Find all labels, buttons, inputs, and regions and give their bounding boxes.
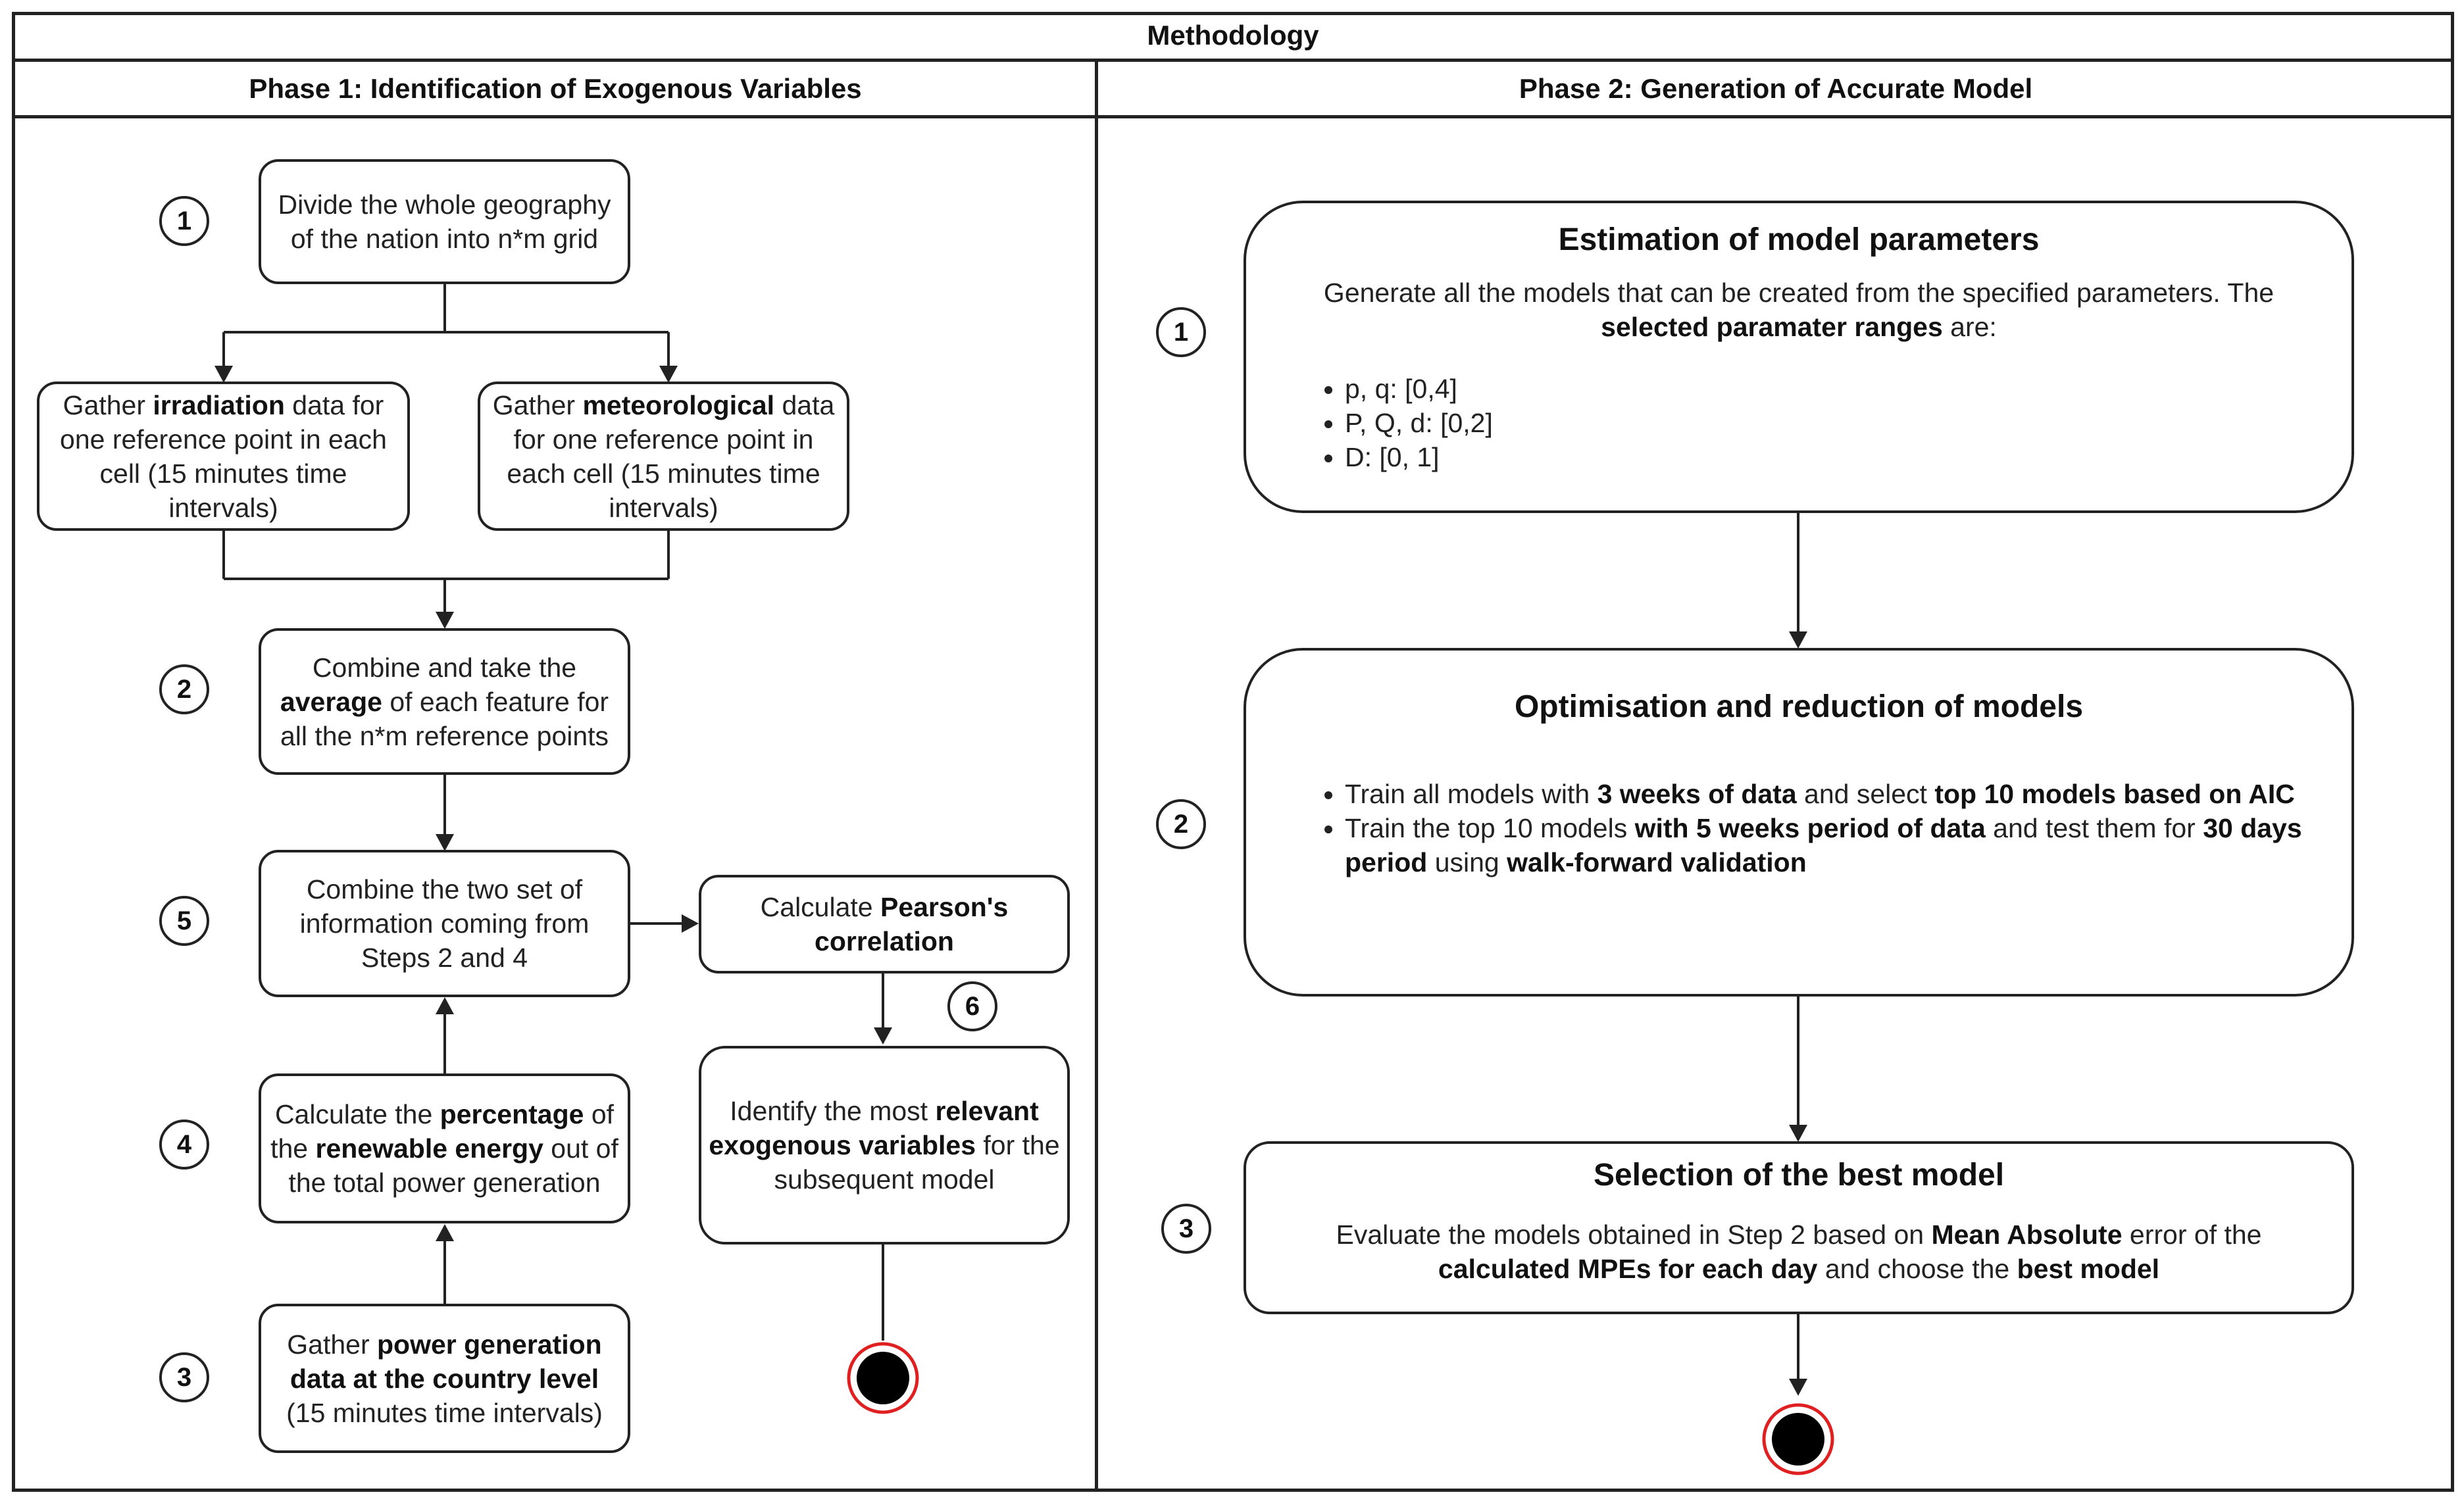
list-item: P, Q, d: [0,2] [1345, 406, 2325, 440]
list-item: Train the top 10 models with 5 weeks per… [1345, 811, 2319, 879]
diagram-frame [12, 12, 2454, 1492]
phase1-header: Phase 1: Identification of Exogenous Var… [12, 62, 1099, 118]
optimisation-title: Optimisation and reduction of models [1514, 689, 2084, 724]
arrowhead [436, 997, 454, 1014]
end-node-phase1-core [857, 1352, 909, 1404]
arrowhead [874, 1027, 892, 1045]
combine-two-box: Combine the two set of information comin… [259, 850, 630, 997]
selection-box: Selection of the best model Evaluate the… [1244, 1141, 2354, 1314]
list-item: D: [0, 1] [1345, 440, 2325, 474]
step-number-6: 6 [947, 981, 997, 1031]
arrowhead [436, 834, 454, 851]
list-item: Train all models with 3 weeks of data an… [1345, 777, 2319, 811]
percentage-box: Calculate the percentage of the renewabl… [259, 1073, 630, 1223]
divide-grid-box: Divide the whole geography of the nation… [259, 159, 630, 284]
arrowhead [436, 1224, 454, 1241]
phase2-step-number-3: 3 [1161, 1204, 1211, 1254]
list-item: p, q: [0,4] [1345, 372, 2325, 406]
phase2-header: Phase 2: Generation of Accurate Model [1097, 62, 2454, 118]
arrowhead [1789, 1125, 1807, 1142]
step-number-1: 1 [159, 196, 209, 246]
irradiation-box: Gather irradiation data for one referenc… [37, 382, 410, 531]
end-node-phase2-core [1772, 1413, 1824, 1466]
arrowhead [1789, 1379, 1807, 1396]
phase2-step-number-2: 2 [1156, 799, 1206, 849]
selection-description: Evaluate the models obtained in Step 2 b… [1336, 1220, 2262, 1284]
estimation-title: Estimation of model parameters [1558, 222, 2040, 257]
selection-title: Selection of the best model [1593, 1158, 2005, 1193]
power-generation-box: Gather power generation data at the coun… [259, 1304, 630, 1453]
estimation-box: Estimation of model parameters Generate … [1244, 201, 2354, 513]
arrowhead [682, 914, 699, 933]
arrowhead [1789, 631, 1807, 649]
pearson-box: Calculate Pearson's correlation [699, 875, 1070, 973]
optimisation-box: Optimisation and reduction of models Tra… [1244, 648, 2354, 997]
step-number-4: 4 [159, 1120, 209, 1170]
arrowhead [436, 612, 454, 629]
meteorological-box: Gather meteorological data for one refer… [478, 382, 849, 531]
phase2-step-number-1: 1 [1156, 307, 1206, 357]
combine-average-box: Combine and take the average of each fea… [259, 628, 630, 775]
optimisation-list: Train all models with 3 weeks of data an… [1272, 777, 2325, 879]
phase-divider [1095, 62, 1098, 1492]
arrowhead [214, 366, 233, 383]
arrowhead [659, 366, 678, 383]
connector-divide-split [222, 284, 670, 376]
step-number-3: 3 [159, 1352, 209, 1402]
connector-merge [222, 531, 670, 622]
step-number-2: 2 [159, 664, 209, 714]
identify-variables-box: Identify the most relevant exogenous var… [699, 1046, 1070, 1244]
estimation-description: Generate all the models that can be crea… [1323, 278, 2275, 342]
parameter-range-list: p, q: [0,4] P, Q, d: [0,2] D: [0, 1] [1272, 372, 2325, 474]
step-number-5: 5 [159, 896, 209, 946]
diagram-title: Methodology [12, 12, 2454, 62]
